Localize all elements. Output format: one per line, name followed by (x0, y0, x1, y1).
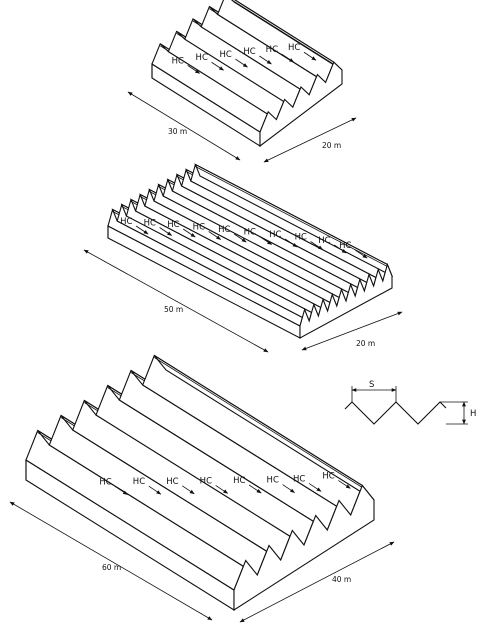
hc-leader (148, 485, 162, 495)
hc-leader (334, 244, 347, 254)
width-dimension (239, 541, 395, 623)
hc-label: HC (99, 478, 111, 488)
hc-label: HC (120, 217, 132, 227)
hc-leader (235, 58, 248, 68)
hc-leader (259, 236, 273, 245)
profile-spacing-label: S (369, 380, 374, 390)
hc-label: HC (193, 223, 205, 233)
width-label: 20 m (322, 141, 341, 150)
pile-60x40: HC HC HC HC HC HC HC HC 60 m 40 m (9, 354, 395, 623)
length-dimension (83, 249, 269, 353)
hc-label: HC (233, 476, 245, 486)
hc-leader (159, 227, 173, 236)
hc-leader (259, 55, 272, 65)
hc-label: HC (293, 474, 305, 484)
hc-leader (310, 241, 323, 250)
hc-leader (284, 238, 298, 248)
ridge-crest (231, 0, 335, 65)
hc-label: HC (269, 230, 281, 240)
width-dimension (263, 117, 357, 163)
hc-label: HC (339, 241, 351, 251)
hc-leader (308, 483, 322, 492)
hc-label: HC (295, 233, 307, 243)
hc-label: HC (243, 47, 255, 57)
profile-height-label: H (470, 409, 476, 419)
hc-leader (248, 484, 262, 494)
hc-leader (115, 486, 128, 495)
hc-label: HC (267, 476, 279, 486)
hc-leader (233, 233, 247, 243)
hc-leader (281, 53, 295, 63)
hc-leader (187, 65, 201, 74)
hc-label: HC (133, 477, 145, 487)
hc-leader (135, 225, 149, 235)
hc-label: HC (167, 220, 179, 230)
profile-zigzag (344, 401, 447, 425)
hc-label: HC (219, 50, 231, 60)
profile-detail: S H (344, 380, 476, 425)
hc-label: HC (288, 43, 300, 53)
hc-leader (215, 485, 229, 494)
width-label: 40 m (332, 575, 351, 584)
width-label: 20 m (356, 339, 375, 348)
hc-label: HC (166, 477, 178, 487)
ridge-crest (154, 357, 363, 488)
hc-label: HC (200, 476, 212, 486)
length-dimension (9, 501, 213, 621)
hc-leader (354, 249, 368, 259)
hc-label: HC (196, 53, 208, 63)
pile-50x20: HC HC HC HC HC HC HC HC HC HC 50 m 20 m (83, 163, 403, 353)
hc-label: HC (172, 56, 184, 66)
width-dimension (301, 311, 403, 351)
hc-leader (338, 480, 351, 489)
hc-label: HC (218, 225, 230, 235)
hc-leader (182, 228, 196, 238)
hc-leader (208, 231, 222, 240)
pile-30x20: HC HC HC HC HC HC 30 m 20 m (127, 0, 357, 163)
hc-label: HC (266, 45, 278, 55)
hc-leader (303, 51, 317, 61)
hc-leader (182, 485, 195, 495)
hc-label: HC (244, 228, 256, 238)
length-label: 60 m (102, 563, 121, 572)
hc-label: HC (318, 236, 330, 246)
length-dimension (127, 91, 241, 161)
length-label: 30 m (168, 127, 187, 136)
hc-leader (282, 484, 295, 493)
hc-label: HC (144, 219, 156, 229)
hc-leader (211, 61, 224, 71)
length-label: 50 m (164, 305, 183, 314)
hc-label: HC (322, 471, 334, 481)
